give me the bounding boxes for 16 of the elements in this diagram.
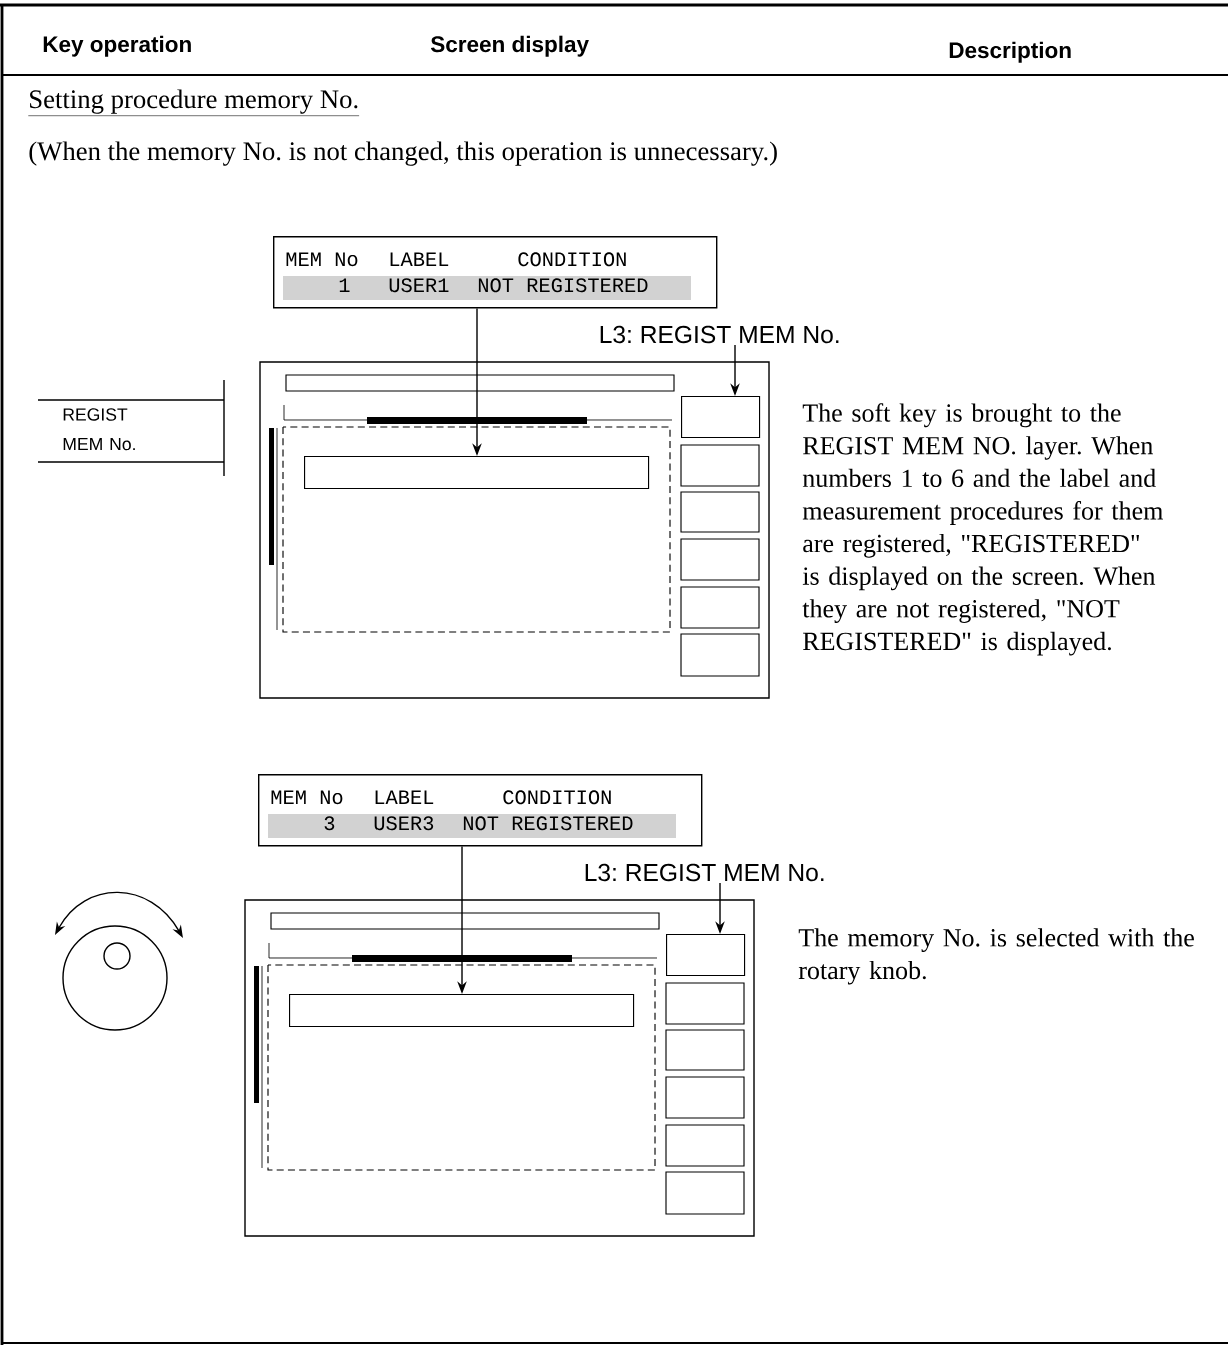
- soft-key-label: REGIST MEM No.: [63, 408, 135, 451]
- soft-key-label: L3: REGIST MEM No.: [600, 325, 839, 344]
- column-header: Screen display: [430, 35, 589, 57]
- column-header: Key operation: [43, 35, 191, 57]
- soft-key-box: [681, 396, 761, 439]
- popup-box: MEM No LABEL CONDITION 3 USER3 NOT REGISTERED: [258, 774, 703, 847]
- soft-key-box: [666, 934, 746, 977]
- description-text: The soft key is brought to the REGIST MEM NO. layer. When numbers 1 to 6 and the label and measurement procedures for them are registered, "REGISTERED" is displayed on the screen. When they are not registered, "NOT REGISTERED" is displayed.: [802, 403, 1163, 656]
- description-text: The memory No. is selected with the rotary knob.: [798, 928, 1194, 985]
- column-header: Description: [949, 41, 1071, 63]
- note-text: (When the memory No. is not changed, this operation is unnecessary.): [29, 141, 777, 166]
- section-title: Setting procedure memory No.: [28, 89, 360, 116]
- input-field: [304, 456, 650, 490]
- input-field: [289, 994, 635, 1028]
- popup-box: MEM No LABEL CONDITION 1 USER1 NOT REGISTERED: [273, 236, 718, 309]
- soft-key-label: L3: REGIST MEM No.: [585, 863, 824, 882]
